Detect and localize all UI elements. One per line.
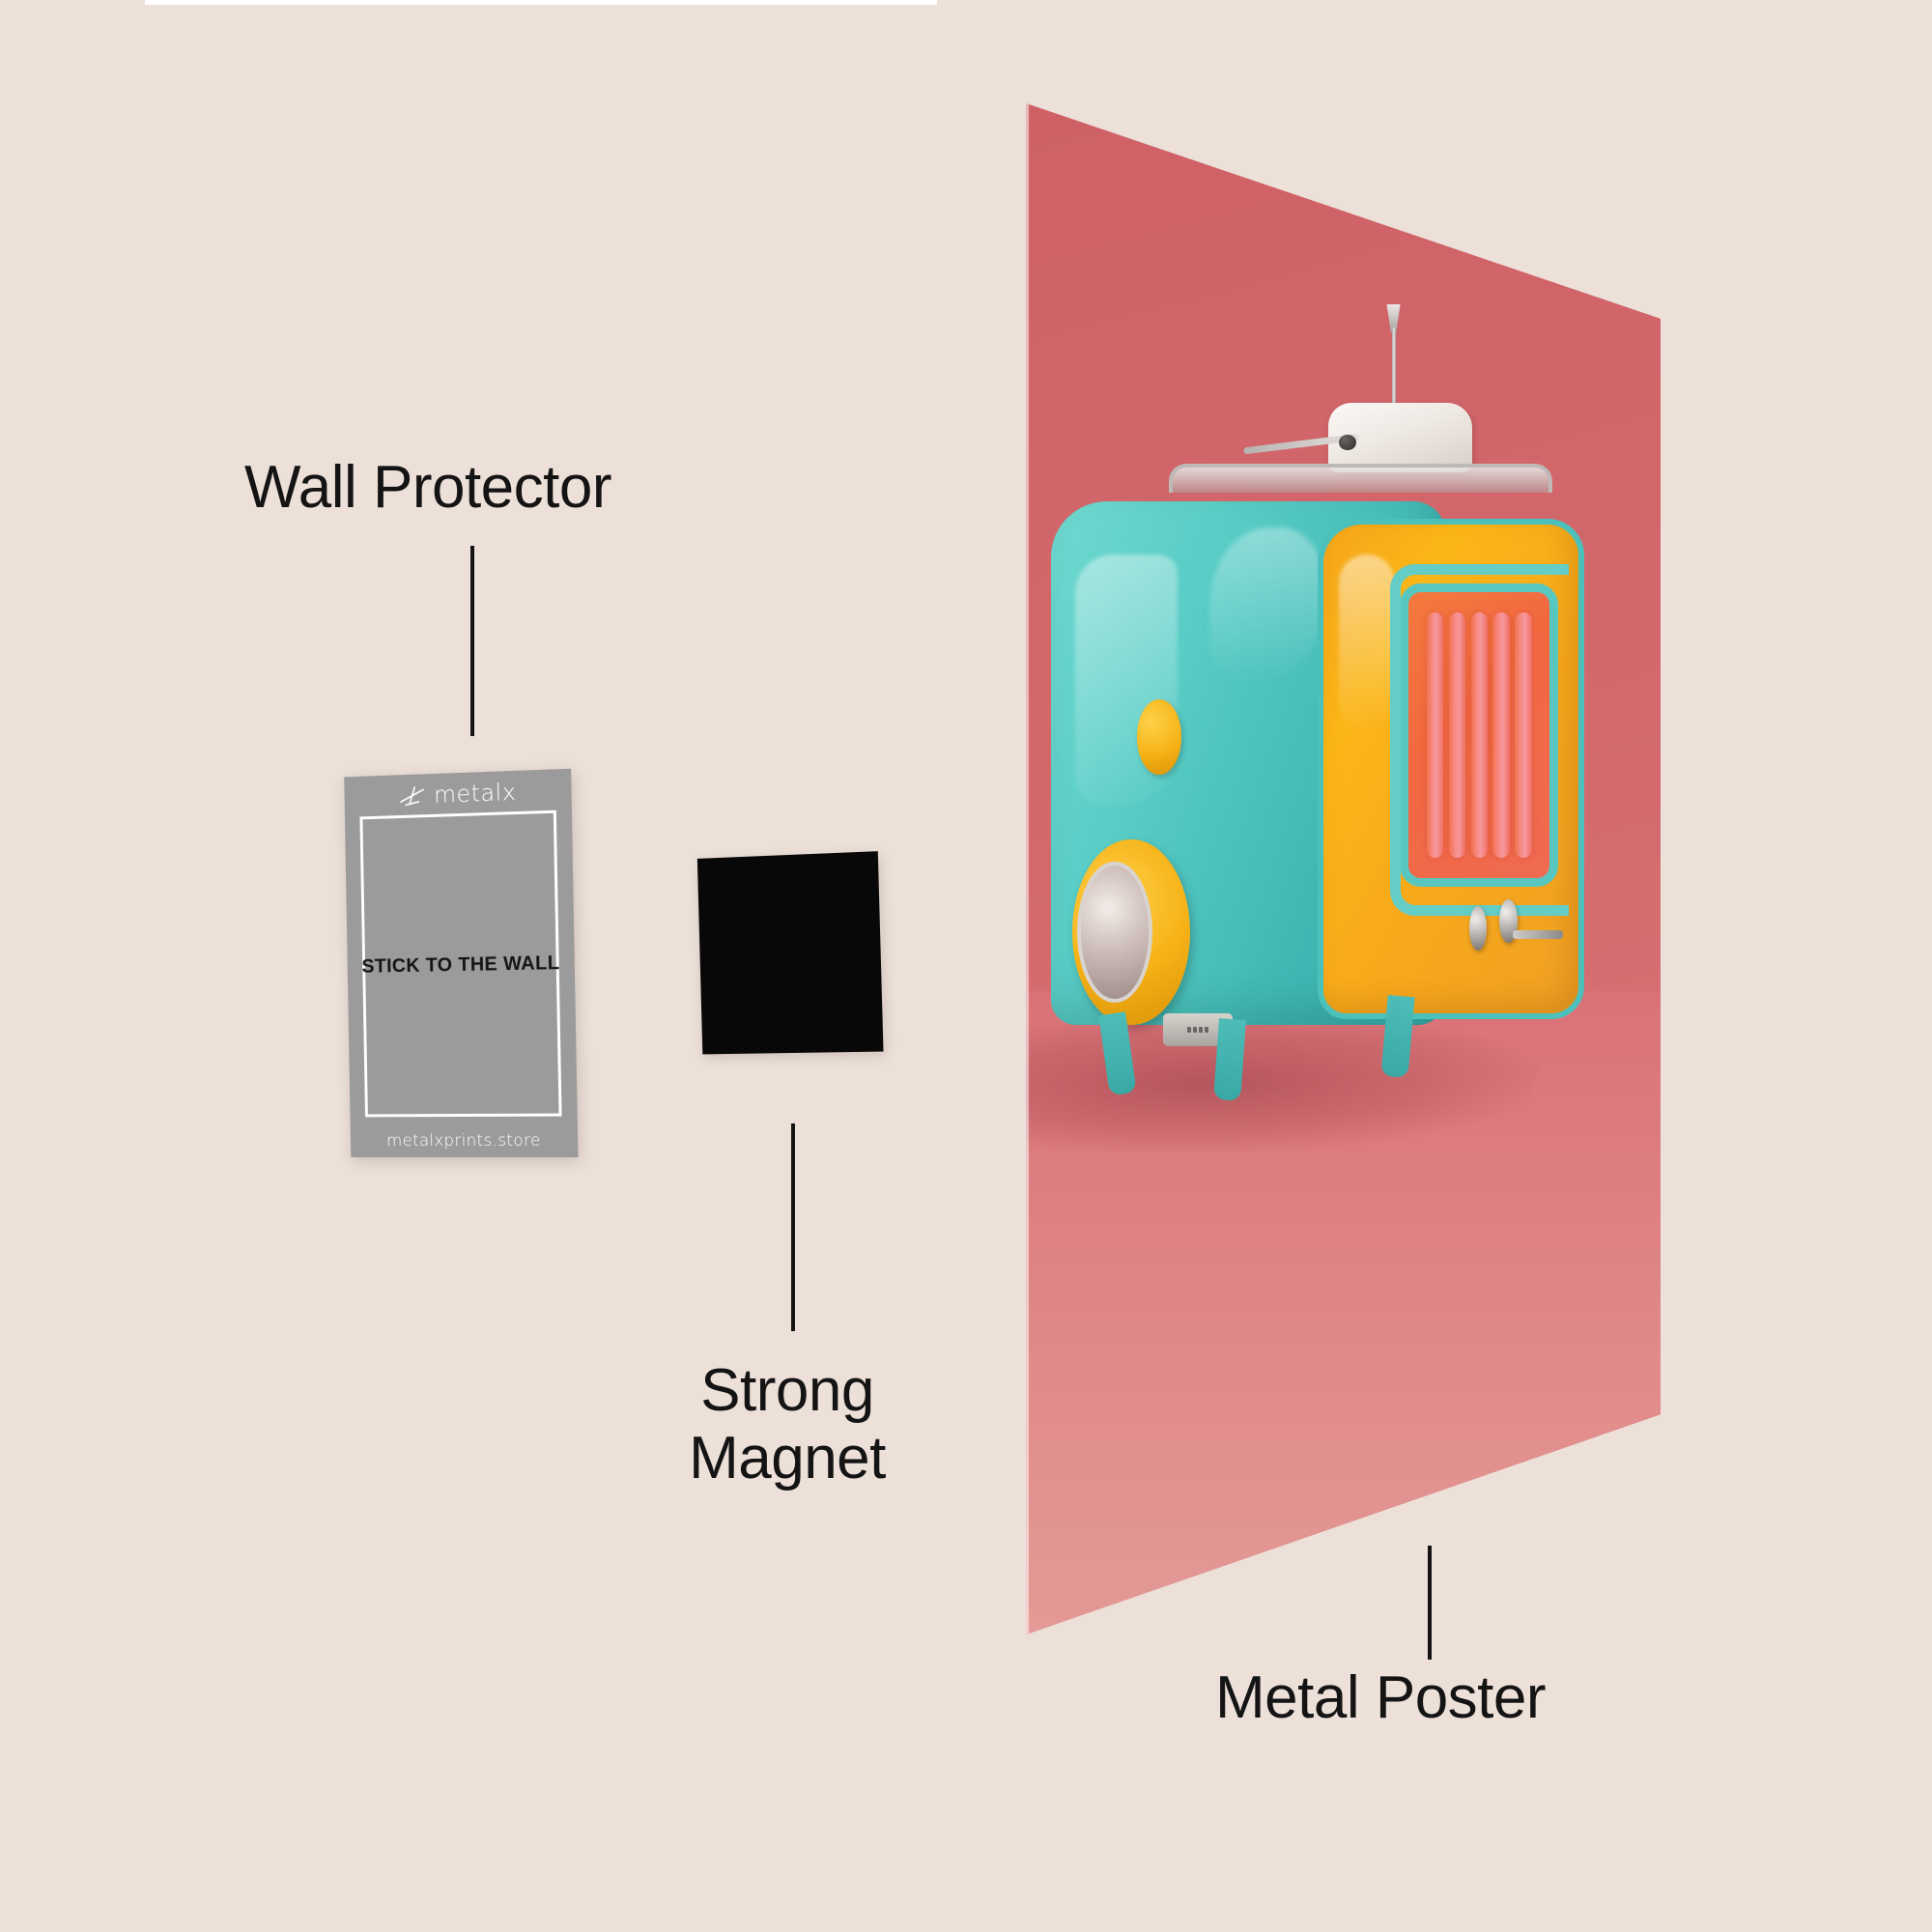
metal-poster-panel	[1026, 103, 1661, 1634]
wall-protector-card: metalx STICK TO THE WALL metalxprints.st…	[344, 768, 579, 1158]
top-white-strip	[145, 0, 937, 5]
retro-radio-artwork	[1026, 103, 1661, 1634]
grille-bar	[1426, 612, 1444, 858]
antenna-tip-icon	[1386, 303, 1401, 333]
retro-radio-object	[1051, 303, 1585, 1102]
leader-line-metal-poster	[1428, 1546, 1432, 1660]
wall-protector-logo-row: metalx	[344, 775, 571, 813]
poster-left-edge-highlight	[1026, 103, 1029, 1634]
badge-mark	[1187, 1026, 1192, 1033]
badge-mark	[1205, 1026, 1209, 1033]
leader-line-strong-magnet	[791, 1123, 795, 1331]
wall-protector-brand-name: metalx	[433, 778, 517, 809]
radio-control-bar	[1512, 930, 1564, 939]
radio-speaker-grille	[1400, 583, 1559, 887]
label-wall-protector: Wall Protector	[244, 454, 612, 521]
chrome-top-rail	[1168, 464, 1553, 494]
wall-protector-headline: STICK TO THE WALL	[361, 952, 560, 978]
badge-mark	[1193, 1026, 1198, 1033]
grille-bar	[1515, 612, 1532, 858]
radio-dial-face	[1077, 861, 1152, 1004]
antenna-rod	[1392, 327, 1397, 415]
lamp-pivot-knob	[1339, 435, 1356, 450]
radio-front-panel	[1318, 519, 1585, 1020]
wall-protector-store-url: metalxprints.store	[385, 1130, 541, 1151]
metalx-cross-icon	[398, 784, 427, 807]
front-panel-highlight	[1339, 554, 1396, 730]
metal-poster-artwork-clip	[1026, 103, 1661, 1634]
grille-bar	[1470, 612, 1488, 858]
grille-bar	[1448, 612, 1466, 858]
radio-small-knob	[1136, 699, 1182, 776]
label-strong-magnet: Strong Magnet	[689, 1357, 886, 1492]
grille-bar	[1492, 612, 1510, 858]
grille-teal-handle	[1389, 563, 1569, 917]
leader-line-wall-protector	[470, 546, 474, 736]
badge-mark	[1199, 1026, 1204, 1033]
radio-tuning-dial	[1072, 838, 1190, 1026]
radio-control-knob	[1468, 906, 1488, 951]
radio-body-highlight-secondary	[1208, 527, 1328, 686]
label-metal-poster: Metal Poster	[1215, 1664, 1547, 1731]
strong-magnet-square	[696, 851, 884, 1055]
